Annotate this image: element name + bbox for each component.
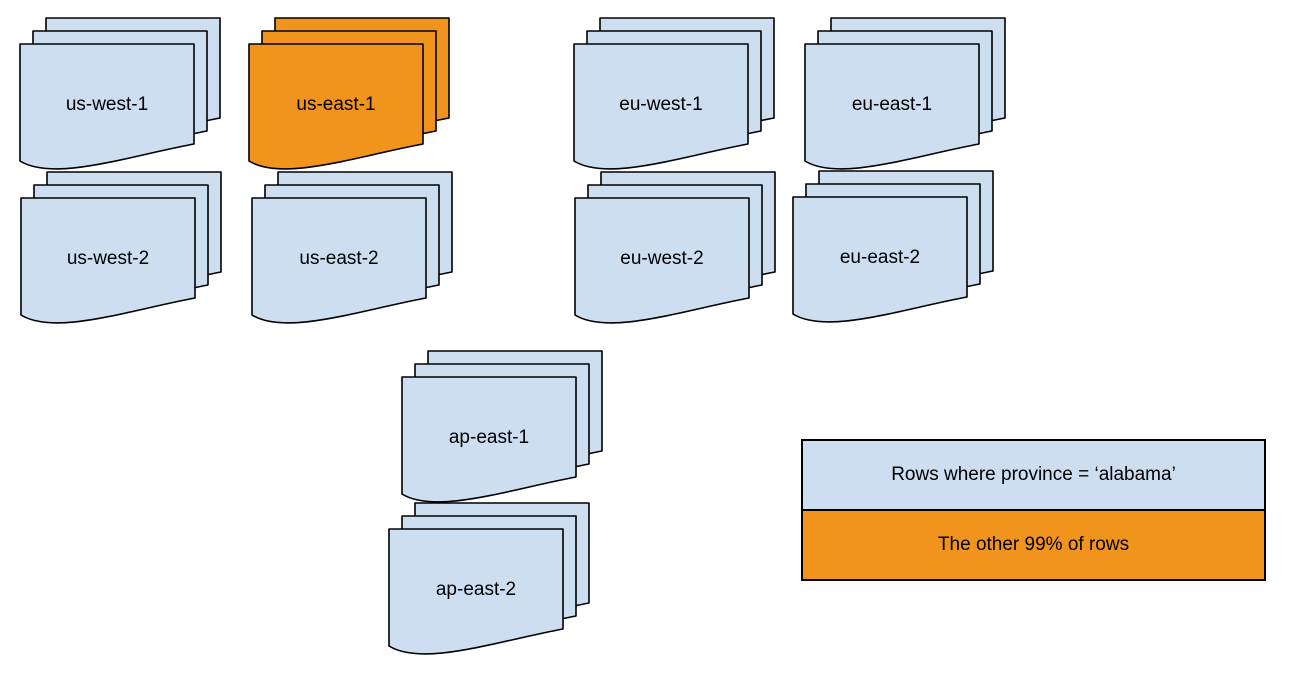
region-label: us-east-1 [296, 94, 376, 115]
region-stack-eu-east-1: eu-east-1 [804, 17, 1007, 173]
region-stack-eu-west-1: eu-west-1 [573, 17, 776, 173]
region-stack-eu-east-2: eu-east-2 [792, 170, 995, 326]
region-label: us-west-1 [65, 94, 149, 115]
region-label: eu-east-1 [851, 94, 933, 115]
region-label: eu-west-2 [620, 248, 704, 269]
region-stack-us-west-2: us-west-2 [20, 171, 223, 327]
legend: Rows where province = ‘alabama’ The othe… [801, 439, 1266, 581]
region-stack-ap-east-2: ap-east-2 [388, 502, 591, 658]
region-label: us-west-2 [66, 248, 150, 269]
region-stack-us-east-2: us-east-2 [251, 171, 454, 327]
region-label: us-east-2 [299, 248, 379, 269]
region-stack-eu-west-2: eu-west-2 [574, 171, 777, 327]
region-label: eu-east-2 [839, 247, 921, 268]
region-label: ap-east-1 [448, 427, 530, 448]
region-stack-us-east-1: us-east-1 [248, 17, 451, 173]
region-stack-ap-east-1: ap-east-1 [401, 350, 604, 506]
region-label: ap-east-2 [435, 579, 517, 600]
region-label: eu-west-1 [619, 94, 703, 115]
legend-item-other-rows: The other 99% of rows [803, 509, 1264, 579]
legend-item-label: Rows where province = ‘alabama’ [891, 464, 1176, 485]
region-stack-us-west-1: us-west-1 [19, 17, 222, 173]
legend-item-label: The other 99% of rows [937, 534, 1130, 555]
legend-item-alabama-rows: Rows where province = ‘alabama’ [803, 441, 1264, 509]
